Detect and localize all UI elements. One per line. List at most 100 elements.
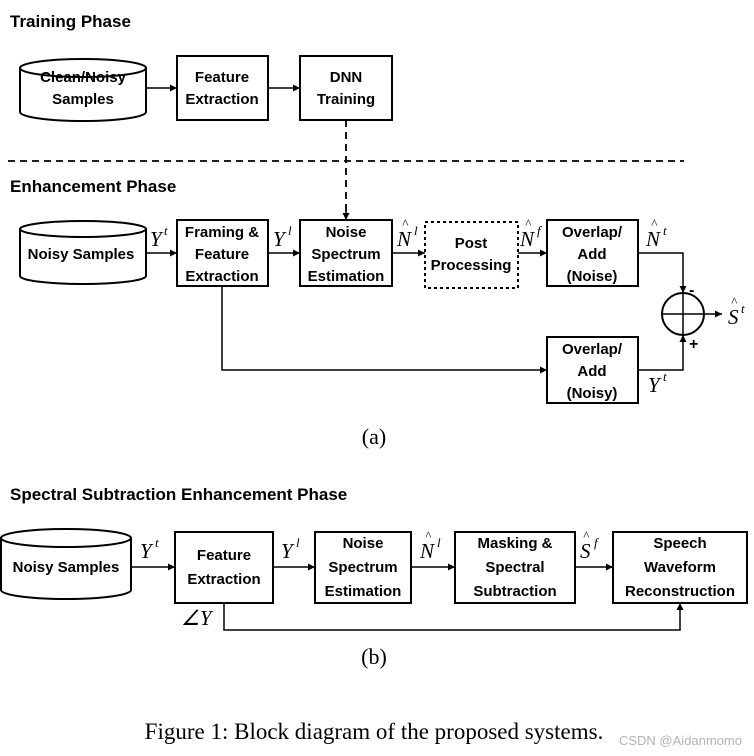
enh-noisy-samples-label: Noisy Samples [28,246,135,263]
svg-text:^: ^ [525,216,532,231]
svg-text:l: l [288,223,292,238]
overlap-add-noisy-block: Overlap/ Add (Noisy) [546,336,639,404]
minus-sign: - [689,282,694,299]
svg-text:^: ^ [402,216,409,231]
framing-label-2: Feature [195,246,249,263]
enh-noisy-samples-cylinder: Noisy Samples [19,220,147,285]
ola-noisy-label-1: Overlap/ [562,341,623,358]
ola-noisy-label-3: (Noisy) [567,385,618,402]
svg-text:^: ^ [583,528,590,543]
symbol-St-hat-output: S ^ t [728,294,745,329]
symbol-Yt-noisy: Y t [648,369,667,397]
svg-text:l: l [437,535,441,550]
ss-noise-est-label-3: Estimation [325,583,402,600]
ss-fe-label-1: Feature [197,547,251,564]
post-label-1: Post [455,235,488,252]
training-phase-title: Training Phase [10,12,131,31]
svg-text:Y: Y [281,539,295,563]
enh-noise-est-label-1: Noise [326,224,367,241]
symbol-Yt-input: Y t [150,223,168,251]
masking-label-2: Spectral [485,559,544,576]
framing-label-1: Framing & [185,224,259,241]
clean-noisy-samples-cylinder: Clean/Noisy Samples [19,58,147,122]
arrow-framing-to-ola-noisy [221,286,547,374]
ss-symbol-Sf-hat: S ^ f [580,528,600,563]
svg-text:Y: Y [140,539,154,563]
subfigure-a-label: (a) [362,424,386,449]
enh-noise-est-label-3: Estimation [308,268,385,285]
ss-noisy-samples-label: Noisy Samples [13,559,120,576]
symbol-Yl: Y l [273,223,292,251]
masking-spectral-subtraction-block: Masking & Spectral Subtraction [454,531,576,604]
masking-label-1: Masking & [477,535,552,552]
svg-text:N: N [645,227,661,251]
overlap-add-noise-block: Overlap/ Add (Noise) [546,219,639,287]
post-label-2: Processing [431,257,512,274]
svg-text:l: l [296,535,300,550]
framing-label-3: Extraction [185,268,258,285]
svg-text:^: ^ [651,216,658,231]
svg-text:Y: Y [150,227,164,251]
ss-fe-label-2: Extraction [187,571,260,588]
training-fe-label-1: Feature [195,69,249,86]
svg-text:t: t [663,369,667,384]
svg-text:N: N [396,227,412,251]
recon-label-3: Reconstruction [625,583,735,600]
dnn-label-1: DNN [330,69,363,86]
svg-text:S: S [580,539,591,563]
subfigure-b-label: (b) [361,644,387,669]
enhancement-phase-title: Enhancement Phase [10,177,176,196]
ola-noise-label-3: (Noise) [567,268,618,285]
spectral-phase-title: Spectral Subtraction Enhancement Phase [10,485,347,504]
enh-noise-est-label-2: Spectrum [311,246,380,263]
ola-noise-label-1: Overlap/ [562,224,623,241]
ss-noise-est-label-2: Spectrum [328,559,397,576]
framing-feature-extraction-block: Framing & Feature Extraction [176,219,269,287]
ss-symbol-angle-Y: ∠Y [181,606,214,630]
ss-feature-extraction-block: Feature Extraction [174,531,274,604]
recon-label-2: Waveform [644,559,716,576]
dnn-label-2: Training [317,91,375,108]
ola-noisy-label-2: Add [577,363,606,380]
speech-waveform-reconstruction-block: Speech Waveform Reconstruction [612,531,748,604]
ss-symbol-Yl: Y l [281,535,300,563]
summing-junction [661,292,705,336]
svg-text:Y: Y [648,373,662,397]
ss-noise-est-label-1: Noise [343,535,384,552]
svg-text:t: t [155,535,159,550]
svg-text:t: t [164,223,168,238]
symbol-Nt-hat: N ^ t [645,216,667,251]
watermark: CSDN @Aidanmomo [619,733,742,748]
ss-symbol-Yt: Y t [140,535,159,563]
svg-text:^: ^ [425,528,432,543]
ss-noisy-samples-cylinder: Noisy Samples [0,528,132,600]
svg-text:S: S [728,305,739,329]
arrow-ola-noisy-to-sum [638,335,687,371]
svg-text:f: f [537,223,543,238]
svg-text:f: f [594,535,600,550]
enh-noise-spectrum-estimation-block: Noise Spectrum Estimation [299,219,393,287]
ola-noise-label-2: Add [577,246,606,263]
arrow-ola-noise-to-sum [638,252,687,293]
recon-label-1: Speech [653,535,706,552]
training-fe-label-2: Extraction [185,91,258,108]
masking-label-3: Subtraction [473,583,556,600]
clean-noisy-label-1: Clean/Noisy [40,69,127,86]
svg-text:l: l [414,223,418,238]
svg-text:N: N [519,227,535,251]
symbol-Nf-hat: N ^ f [519,216,543,251]
plus-sign: + [689,336,698,353]
ss-noise-spectrum-estimation-block: Noise Spectrum Estimation [314,531,412,604]
svg-text:t: t [741,301,745,316]
svg-text:N: N [419,539,435,563]
svg-text:t: t [663,223,667,238]
symbol-Nl-hat: N ^ l [396,216,418,251]
svg-text:Y: Y [273,227,287,251]
post-processing-block: Post Processing [424,221,519,289]
arrow-phase-to-recon [223,603,684,631]
training-feature-extraction-block: Feature Extraction [176,55,269,121]
clean-noisy-label-2: Samples [52,91,114,108]
figure-caption: Figure 1: Block diagram of the proposed … [145,719,604,744]
ss-symbol-Nl-hat: N ^ l [419,528,441,563]
